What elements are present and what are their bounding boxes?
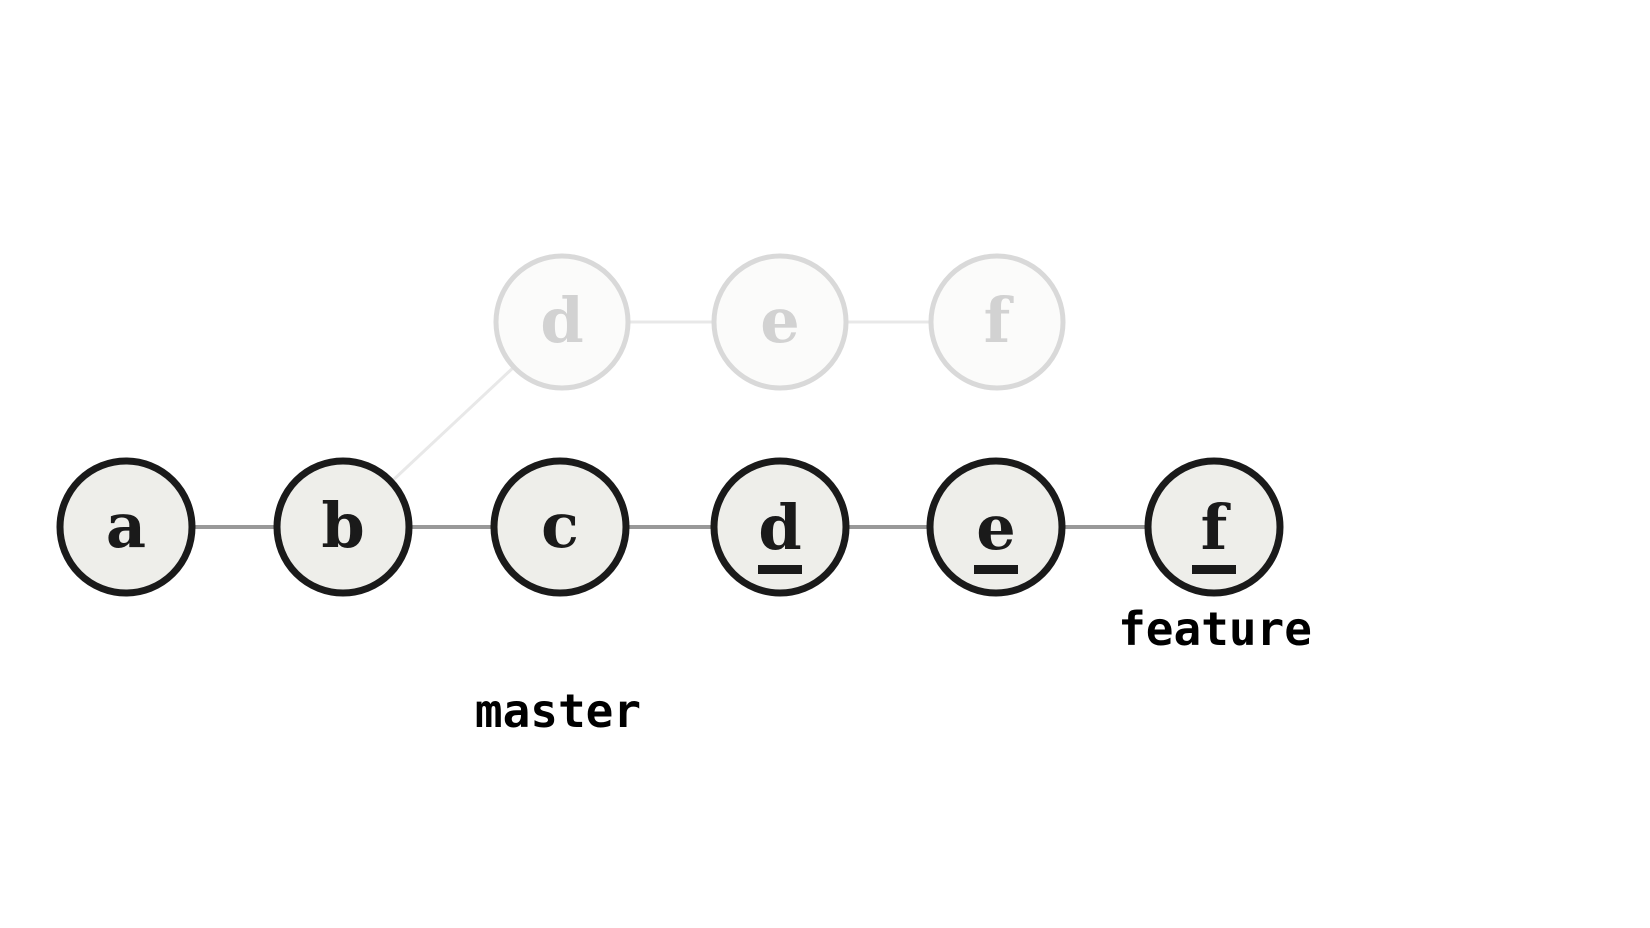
commit-node-a[interactable]: a [56, 457, 196, 597]
commit-letter-d_old: d [540, 284, 583, 357]
rewritten-underline-d [758, 565, 802, 574]
branch-label-master[interactable]: master [475, 684, 641, 738]
commit-circle-c [490, 457, 630, 597]
commit-node-e_old[interactable]: e [711, 253, 849, 391]
commit-circle-f [1144, 457, 1284, 597]
commit-node-f[interactable]: f [1144, 457, 1284, 597]
commit-circle-f_old [928, 253, 1066, 391]
commit-letter-f: f [1201, 491, 1231, 564]
rewritten-underline-e [974, 565, 1018, 574]
rewritten-underline-f [1192, 565, 1236, 574]
branch-label-feature[interactable]: feature [1118, 602, 1312, 656]
commit-letter-e: e [976, 491, 1015, 564]
commit-circle-d [710, 457, 850, 597]
commit-node-f_old[interactable]: f [928, 253, 1066, 391]
commit-node-b[interactable]: b [273, 457, 413, 597]
edge-layer [192, 320, 1148, 529]
commit-letter-f_old: f [984, 284, 1014, 357]
commit-edge-b-d_old [390, 366, 515, 483]
commit-letter-b: b [321, 489, 364, 562]
commit-circle-e [926, 457, 1066, 597]
node-layer: a b c d e f d e f [56, 253, 1284, 597]
commit-node-c[interactable]: c [490, 457, 630, 597]
commit-circle-d_old [493, 253, 631, 391]
commit-letter-a: a [106, 489, 146, 562]
commit-letter-c: c [541, 489, 579, 562]
commit-node-e[interactable]: e [926, 457, 1066, 597]
commit-circle-a [56, 457, 196, 597]
branch-label-layer: master feature [475, 602, 1312, 738]
commit-letter-d: d [758, 491, 801, 564]
commit-letter-e_old: e [760, 284, 799, 357]
commit-circle-b [273, 457, 413, 597]
commit-node-d[interactable]: d [710, 457, 850, 597]
commit-circle-e_old [711, 253, 849, 391]
commit-node-d_old[interactable]: d [493, 253, 631, 391]
